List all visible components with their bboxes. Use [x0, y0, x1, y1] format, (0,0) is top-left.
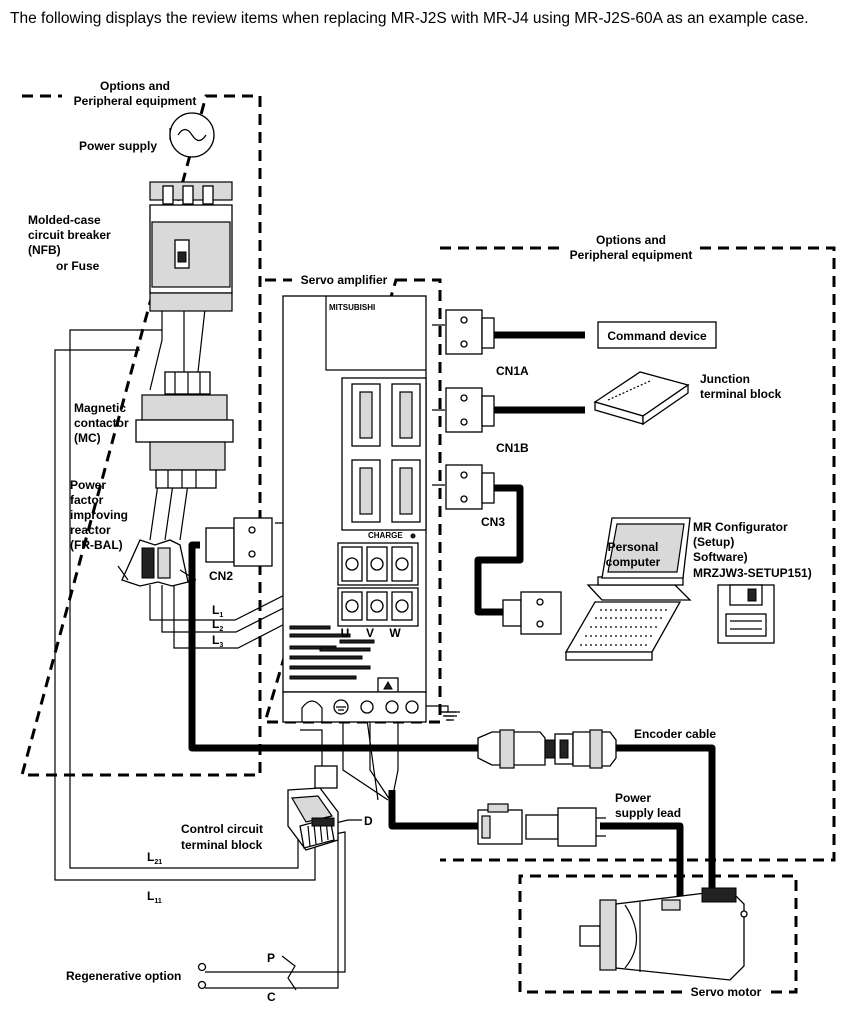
control-terminal-block — [287, 765, 339, 851]
circuit-breaker — [149, 181, 233, 312]
encoder-cable-connector — [477, 729, 617, 769]
floppy-disk-icon — [717, 584, 775, 644]
l2-label: L2 — [212, 617, 223, 633]
options-right-label-2: Peripheral equipment — [570, 248, 693, 262]
cn2-connector — [205, 517, 273, 567]
mrc-label-4: MRZJW3-SETUP151) — [693, 566, 812, 580]
junction-label-2: terminal block — [700, 387, 782, 401]
control-block-label: Control circuit — [181, 822, 263, 836]
l11-label: L11 — [147, 889, 162, 905]
l21-label: L21 — [147, 850, 162, 866]
junction-label: Junction — [700, 372, 750, 386]
cn3-connector — [445, 464, 495, 510]
cn1a-label: CN1A — [496, 364, 529, 378]
power-factor-reactor — [117, 539, 197, 587]
charge-label: CHARGE — [368, 531, 403, 540]
options-right-boundary — [440, 246, 836, 862]
mrc-label: MR Configurator — [693, 520, 788, 534]
pc-label: Personal — [608, 540, 659, 554]
regen-label: Regenerative option — [66, 969, 181, 983]
cables — [188, 331, 716, 900]
options-left-label-2: Peripheral equipment — [74, 94, 197, 108]
ac-sine-icon — [177, 128, 207, 142]
mrc-label-2: (Setup) — [693, 535, 734, 549]
cn1a-connector — [445, 309, 495, 355]
u-label: U — [341, 626, 350, 640]
l1-label: L1 — [212, 603, 223, 619]
breaker-label-2: circuit breaker — [28, 228, 111, 242]
breaker-label-4: or Fuse — [56, 259, 100, 273]
pf-label-3: improving — [70, 508, 128, 522]
pc-cable-connector — [502, 591, 562, 635]
p-label: P — [267, 951, 275, 965]
cn3-label: CN3 — [481, 515, 505, 529]
options-right-label: Options and — [596, 233, 666, 247]
mrc-label-3: Software) — [693, 550, 748, 564]
power-supply — [169, 112, 215, 158]
pf-label: Power — [70, 478, 106, 492]
vent-slots — [289, 625, 375, 680]
power-lead-label: Power — [615, 791, 651, 805]
regenerative-option-terminals — [197, 962, 207, 990]
power-supply-label: Power supply — [79, 139, 157, 153]
d-label: D — [364, 814, 373, 828]
magnetic-contactor — [135, 371, 234, 489]
breaker-label-3: (NFB) — [28, 243, 61, 257]
pf-label-2: factor — [70, 493, 104, 507]
l3-label: L3 — [212, 633, 223, 649]
mc-label-2: contactor — [74, 416, 129, 430]
servo-motor — [579, 887, 748, 981]
junction-terminal-block — [593, 371, 690, 426]
cn2-label: CN2 — [209, 569, 233, 583]
options-left-label: Options and — [100, 79, 170, 93]
personal-computer — [564, 517, 692, 661]
diagram-labels: Options and Peripheral equipment Power s… — [28, 79, 812, 1004]
servo-amplifier — [282, 295, 427, 723]
v-label: V — [366, 626, 374, 640]
cn1b-connector — [445, 387, 495, 433]
power-lead-connector — [477, 803, 606, 847]
control-block-label-2: terminal block — [181, 838, 263, 852]
w-label: W — [389, 626, 401, 640]
power-lead-label-2: supply lead — [615, 806, 681, 820]
pc-label-2: computer — [606, 555, 661, 569]
servo-motor-boundary — [518, 874, 798, 994]
breaker-label: Molded-case — [28, 213, 101, 227]
c-label: C — [267, 990, 276, 1004]
intro-text: The following displays the review items … — [10, 10, 809, 27]
options-left-boundary — [20, 94, 262, 777]
servo-amplifier-label: Servo amplifier — [301, 273, 388, 287]
servo-motor-label: Servo motor — [691, 985, 762, 999]
command-device — [597, 321, 717, 349]
mitsubishi-label: MITSUBISHI — [329, 303, 375, 312]
encoder-cable-label: Encoder cable — [634, 727, 716, 741]
mc-label-3: (MC) — [74, 431, 101, 445]
cn1b-label: CN1B — [496, 441, 529, 455]
mc-label: Magnetic — [74, 401, 126, 415]
command-device-label: Command device — [607, 329, 707, 343]
pf-label-5: (FR-BAL) — [70, 538, 123, 552]
pf-label-4: reactor — [70, 523, 111, 537]
ground-icon — [440, 711, 460, 721]
